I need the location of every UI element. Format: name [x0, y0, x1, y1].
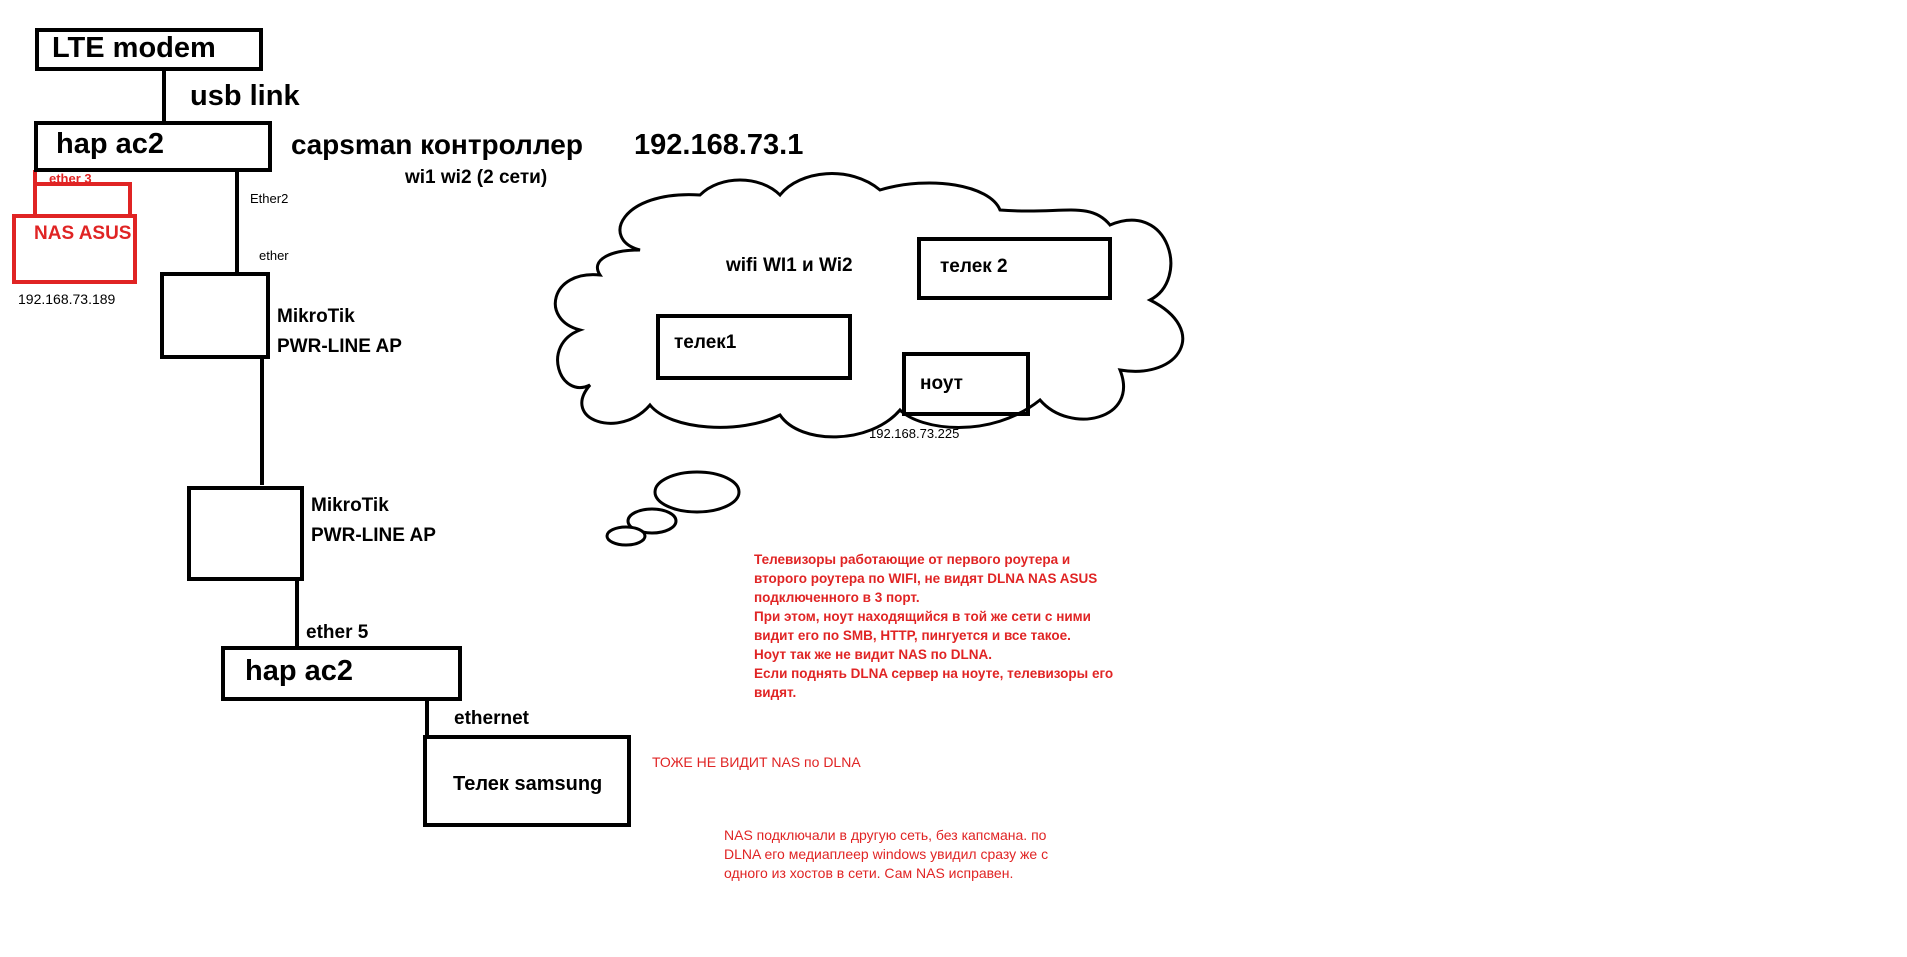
- ether3-label: ether 3: [49, 171, 92, 186]
- hap-ac2-top-box: [34, 121, 272, 172]
- ether5-label: ether 5: [306, 622, 369, 643]
- hap-ac2-bottom-box: [221, 646, 462, 701]
- networks-label: wi1 wi2 (2 сети): [405, 167, 548, 188]
- tv-2-label: телек 2: [940, 256, 1008, 277]
- tv-samsung-label: Телек samsung: [453, 773, 603, 795]
- mikrotik-1-name: MikroTik: [277, 306, 355, 327]
- mikrotik-1-model: PWR-LINE AP: [277, 336, 402, 357]
- nas-ip-label: 192.168.73.189: [18, 291, 116, 307]
- tv-2-box: [917, 237, 1112, 300]
- wifi-cloud: [553, 172, 1185, 547]
- ethernet-label: ethernet: [454, 708, 529, 729]
- mikrotik-2-name: MikroTik: [311, 495, 389, 516]
- tv-1-box: [656, 314, 852, 380]
- laptop-box: [902, 352, 1030, 416]
- main-note: Телевизоры работающие от первого роутера…: [754, 552, 1114, 700]
- capsman-label: capsman контроллер: [291, 129, 583, 160]
- mikrotik-2-box: [187, 486, 304, 581]
- wifi-label: wifi WI1 и Wi2: [726, 255, 853, 276]
- other-network-note: NAS подключали в другую сеть, без капсма…: [724, 827, 1049, 881]
- lte-modem-box: [35, 28, 263, 71]
- nas-asus-box: [12, 214, 137, 284]
- mikrotik-1-box: [160, 272, 270, 359]
- samsung-note: ТОЖЕ НЕ ВИДИТ NAS по DLNA: [652, 754, 861, 770]
- hap-ac2-top-label: hap ac2: [56, 128, 164, 160]
- lte-modem-label: LTE modem: [52, 32, 216, 64]
- tv-1-label: телек1: [674, 332, 737, 353]
- laptop-label: ноут: [920, 373, 963, 394]
- laptop-ip-label: 192.168.73.225: [869, 426, 960, 441]
- controller-ip-label: 192.168.73.1: [634, 129, 804, 161]
- nas-asus-label: NAS ASUS: [34, 223, 132, 244]
- ether-label: ether: [259, 248, 289, 263]
- hap-ac2-bottom-label: hap ac2: [245, 655, 353, 687]
- tv-samsung-box: [423, 735, 631, 827]
- usb-link-label: usb link: [190, 80, 300, 112]
- ether2-label: Ether2: [250, 191, 289, 206]
- mikrotik-2-model: PWR-LINE AP: [311, 525, 436, 546]
